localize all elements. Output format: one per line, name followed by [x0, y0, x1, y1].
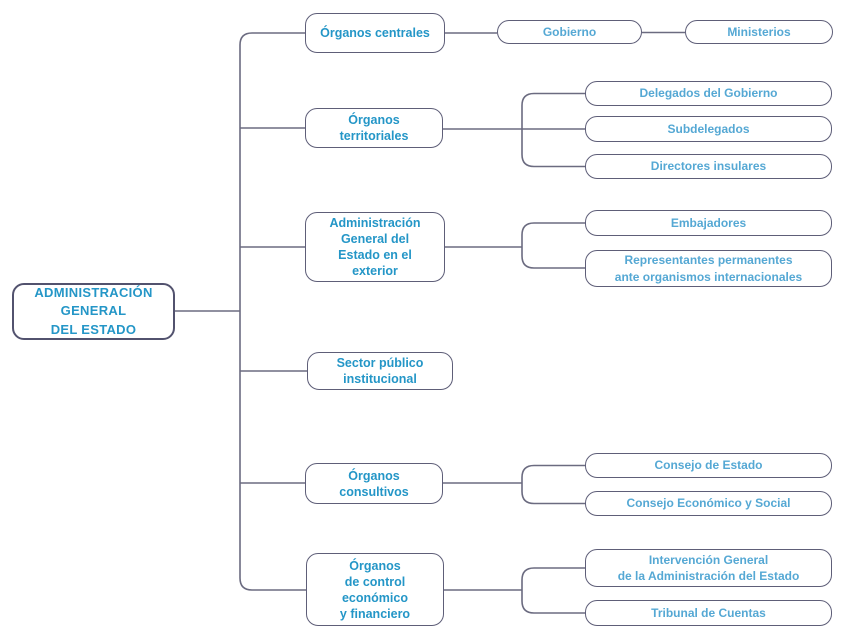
node-label: Delegados del Gobierno [639, 86, 778, 101]
node-label: Sector público institucional [336, 356, 424, 386]
node-label: Embajadores [670, 215, 747, 230]
node-label: Directores insulares [650, 159, 767, 174]
node-label: Órganos consultivos [339, 468, 409, 499]
node-consejo-economico-y-social: Consejo Económico y Social [585, 491, 832, 516]
node-age-en-el-exterior: Administración General del Estado en el … [305, 212, 445, 282]
node-sector-publico-institucional: Sector público institucional [307, 352, 453, 390]
node-organos-de-control: Órganos de control económico y financier… [306, 553, 444, 626]
node-organos-consultivos: Órganos consultivos [305, 463, 443, 504]
node-ministerios: Ministerios [685, 20, 833, 44]
node-label: Gobierno [542, 24, 597, 39]
node-organos-territoriales: Órganos territoriales [305, 108, 443, 148]
node-label: Subdelegados [667, 121, 750, 136]
node-label: Ministerios [727, 24, 791, 39]
node-gobierno: Gobierno [497, 20, 642, 44]
node-subdelegados: Subdelegados [585, 116, 832, 142]
node-intervencion-general: Intervención General de la Administració… [585, 549, 832, 587]
node-delegados-del-gobierno: Delegados del Gobierno [585, 81, 832, 106]
node-label: Órganos centrales [320, 26, 430, 40]
node-tribunal-de-cuentas: Tribunal de Cuentas [585, 600, 832, 626]
node-label: Intervención General de la Administració… [617, 552, 800, 583]
node-label: Consejo de Estado [654, 458, 763, 473]
node-organos-centrales: Órganos centrales [305, 13, 445, 53]
node-representantes-permanentes: Representantes permanentes ante organism… [585, 250, 832, 287]
node-directores-insulares: Directores insulares [585, 154, 832, 179]
node-label: Tribunal de Cuentas [651, 605, 766, 620]
node-consejo-de-estado: Consejo de Estado [585, 453, 832, 478]
node-label: ADMINISTRACIÓN GENERAL DEL ESTADO [34, 285, 153, 337]
node-label: Administración General del Estado en el … [329, 216, 421, 278]
node-embajadores: Embajadores [585, 210, 832, 236]
node-label: Órganos territoriales [339, 113, 409, 143]
node-label: Consejo Económico y Social [626, 496, 791, 511]
node-label: Representantes permanentes ante organism… [614, 253, 803, 284]
node-label: Órganos de control económico y financier… [339, 558, 411, 621]
node-administracion-general-del-estado: ADMINISTRACIÓN GENERAL DEL ESTADO [12, 283, 175, 340]
